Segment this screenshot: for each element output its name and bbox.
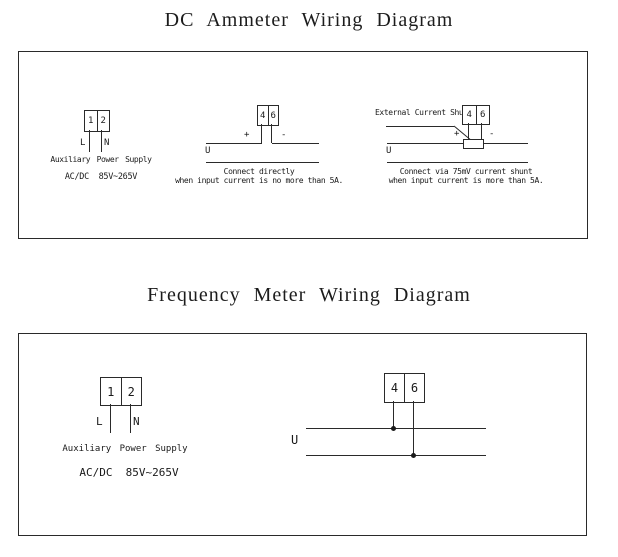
dc-direct-plus-label: + <box>244 130 250 140</box>
dc-shunt-plus-label: + <box>454 129 460 139</box>
dc-aux-line-label: L <box>80 138 86 148</box>
dc-aux-wire-n <box>101 130 102 152</box>
freq-input-terminal-6: 6 <box>404 374 424 402</box>
freq-input-u-label: U <box>291 433 299 447</box>
freq-input-wire-4 <box>393 401 394 428</box>
dc-shunt-wire-4 <box>468 123 469 139</box>
dc-aux-neutral-label: N <box>104 138 110 148</box>
dc-shunt-terminal-block: 4 6 <box>462 105 490 125</box>
dc-direct-terminal-4: 4 <box>260 110 266 121</box>
dc-shunt-label: External Current Shunt <box>375 108 473 117</box>
dc-ammeter-title: DC Ammeter Wiring Diagram <box>164 9 454 31</box>
dc-direct-bus-left <box>206 143 262 144</box>
freq-aux-line-label: L <box>96 415 103 428</box>
dc-shunt-resistor <box>463 139 484 149</box>
dc-direct-bus-right <box>272 143 319 144</box>
freq-aux-neutral-label: N <box>133 415 140 428</box>
dc-direct-terminal-block: 4 6 <box>257 105 279 126</box>
dc-shunt-u-label: U <box>386 146 392 156</box>
dc-aux-terminal-2: 2 <box>96 111 110 131</box>
dc-direct-wire-minus <box>271 124 272 143</box>
dc-shunt-leader-diagonal <box>453 125 473 142</box>
dc-ammeter-frame: 1 2 L N Auxiliary Power Supply AC/DC 85V… <box>18 51 588 239</box>
dc-shunt-terminal-4: 4 <box>466 110 472 120</box>
frequency-meter-title: Frequency Meter Wiring Diagram <box>147 284 471 306</box>
dc-shunt-bus-lower <box>387 162 528 163</box>
dc-direct-bus-lower <box>206 162 319 163</box>
freq-input-bus-upper <box>306 428 486 429</box>
freq-aux-wire-n <box>130 404 131 433</box>
freq-aux-caption: Auxiliary Power Supply <box>62 444 188 454</box>
dc-direct-u-label: U <box>205 146 211 156</box>
dc-aux-rating: AC/DC 85V~265V <box>64 172 138 182</box>
dc-aux-terminal-1: 1 <box>88 116 94 126</box>
dc-shunt-leader-horizontal <box>386 126 454 127</box>
dc-shunt-caption-2: when input current is more than 5A. <box>388 176 544 185</box>
dc-direct-caption-2: when input current is no more than 5A. <box>175 176 343 185</box>
dc-shunt-wire-6 <box>481 123 482 139</box>
dc-direct-caption-1: Connect directly <box>223 167 295 176</box>
dc-aux-terminal-block: 1 2 <box>84 110 110 132</box>
frequency-meter-frame: 1 2 L N Auxiliary Power Supply AC/DC 85V… <box>18 333 587 536</box>
dc-direct-minus-label: - <box>281 130 287 140</box>
freq-aux-wire-l <box>110 404 111 433</box>
dc-shunt-terminal-6: 6 <box>475 106 490 124</box>
freq-input-bus-lower <box>306 455 486 456</box>
freq-input-junction-upper <box>391 426 396 431</box>
freq-input-terminal-block: 4 6 <box>384 373 425 403</box>
dc-shunt-caption-1: Connect via 75mV current shunt <box>399 167 533 176</box>
dc-aux-caption: Auxiliary Power Supply <box>50 155 152 164</box>
freq-aux-rating: AC/DC 85V~265V <box>79 466 179 479</box>
dc-shunt-bus-right <box>483 143 528 144</box>
dc-aux-wire-l <box>89 130 90 152</box>
freq-input-junction-lower <box>411 453 416 458</box>
freq-input-terminal-4: 4 <box>390 381 399 395</box>
dc-shunt-bus-left <box>387 143 463 144</box>
freq-aux-terminal-1: 1 <box>107 384 115 399</box>
freq-aux-terminal-block: 1 2 <box>100 377 142 406</box>
dc-shunt-minus-label: - <box>489 129 495 139</box>
dc-direct-terminal-6: 6 <box>267 106 279 125</box>
freq-aux-terminal-2: 2 <box>120 378 142 405</box>
dc-direct-wire-plus <box>261 124 262 143</box>
